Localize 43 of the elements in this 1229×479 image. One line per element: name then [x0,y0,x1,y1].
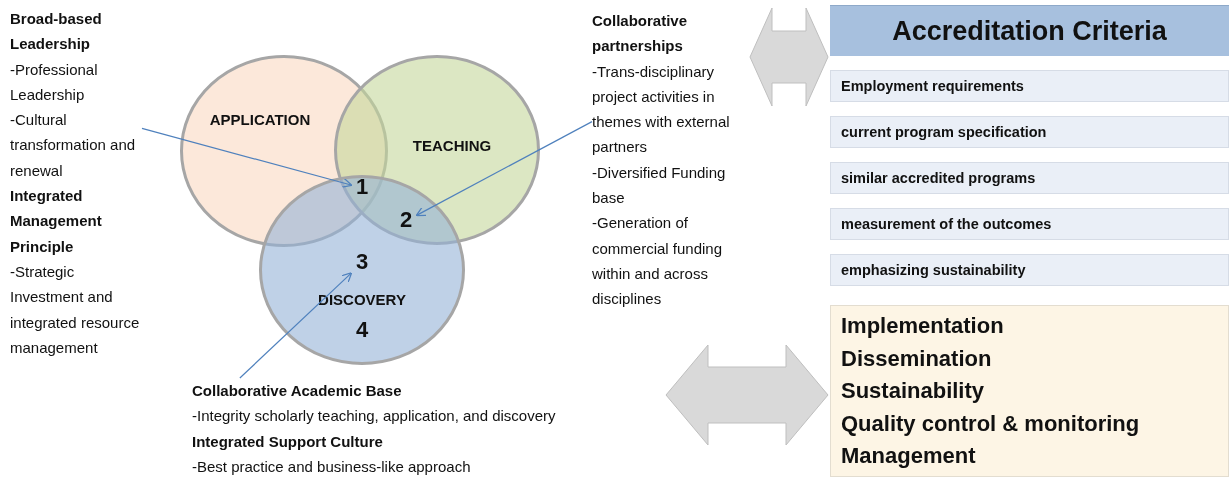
criteria-text: current program specification [841,124,1047,140]
body-text: -Generation of commercial funding within and across disciplines [592,214,723,308]
body-text: -Professional Leadership [10,60,98,103]
criteria-bar [830,162,1229,194]
criteria-text: measurement of the outcomes [841,216,1052,232]
criteria-text: emphasizing sustainability [841,262,1026,278]
region-number: 4 [351,317,373,345]
double-block-arrow [665,344,829,446]
criteria-bar [830,254,1229,286]
outcome-text: Quality control & monitoring [841,410,1140,436]
region-number: 2 [395,207,417,235]
circle-label: TEACHING [412,136,492,154]
region-number: 3 [351,249,373,277]
header-bar [830,5,1229,56]
heading-text: Collaborative Academic Base [192,382,402,399]
criteria-text: Employment requirements [841,78,1024,94]
criteria-bar [830,116,1229,148]
criteria-text: similar accredited programs [841,170,1036,186]
heading-text: Broad-based Leadership [10,10,102,53]
header-title: Accreditation Criteria [892,15,1167,47]
leader-arrow [239,272,353,379]
circle-label: APPLICATION [209,110,311,128]
heading-text: Integrated Management Principle [10,187,102,255]
body-text: -Cultural transformation and renewal [10,111,136,179]
leader-arrow [415,121,593,217]
criteria-bar [830,208,1229,240]
body-text: -Strategic Investment and integrated resource management [10,262,140,356]
body-text: -Diversified Funding base [592,163,726,207]
outcome-panel [830,305,1229,477]
outcome-text: Management [841,443,976,468]
outcome-text: Dissemination [841,345,992,371]
outcome-text: Implementation [841,313,1004,338]
heading-text: Collaborative partnerships [592,12,688,55]
double-block-arrow [749,7,829,107]
region-number: 1 [351,174,373,202]
heading-text: Integrated Support Culture [192,432,383,450]
leader-arrow [141,127,353,188]
circle-label: DISCOVERY [318,290,406,308]
outcome-text: Sustainability [841,378,985,403]
body-text: -Integrity scholarly teaching, application, and discovery [192,407,556,425]
criteria-bar [830,70,1229,102]
body-text: -Trans-disciplinary project activities in themes with external partners [592,62,730,156]
body-text: -Best practice and business-like approach [192,457,471,475]
